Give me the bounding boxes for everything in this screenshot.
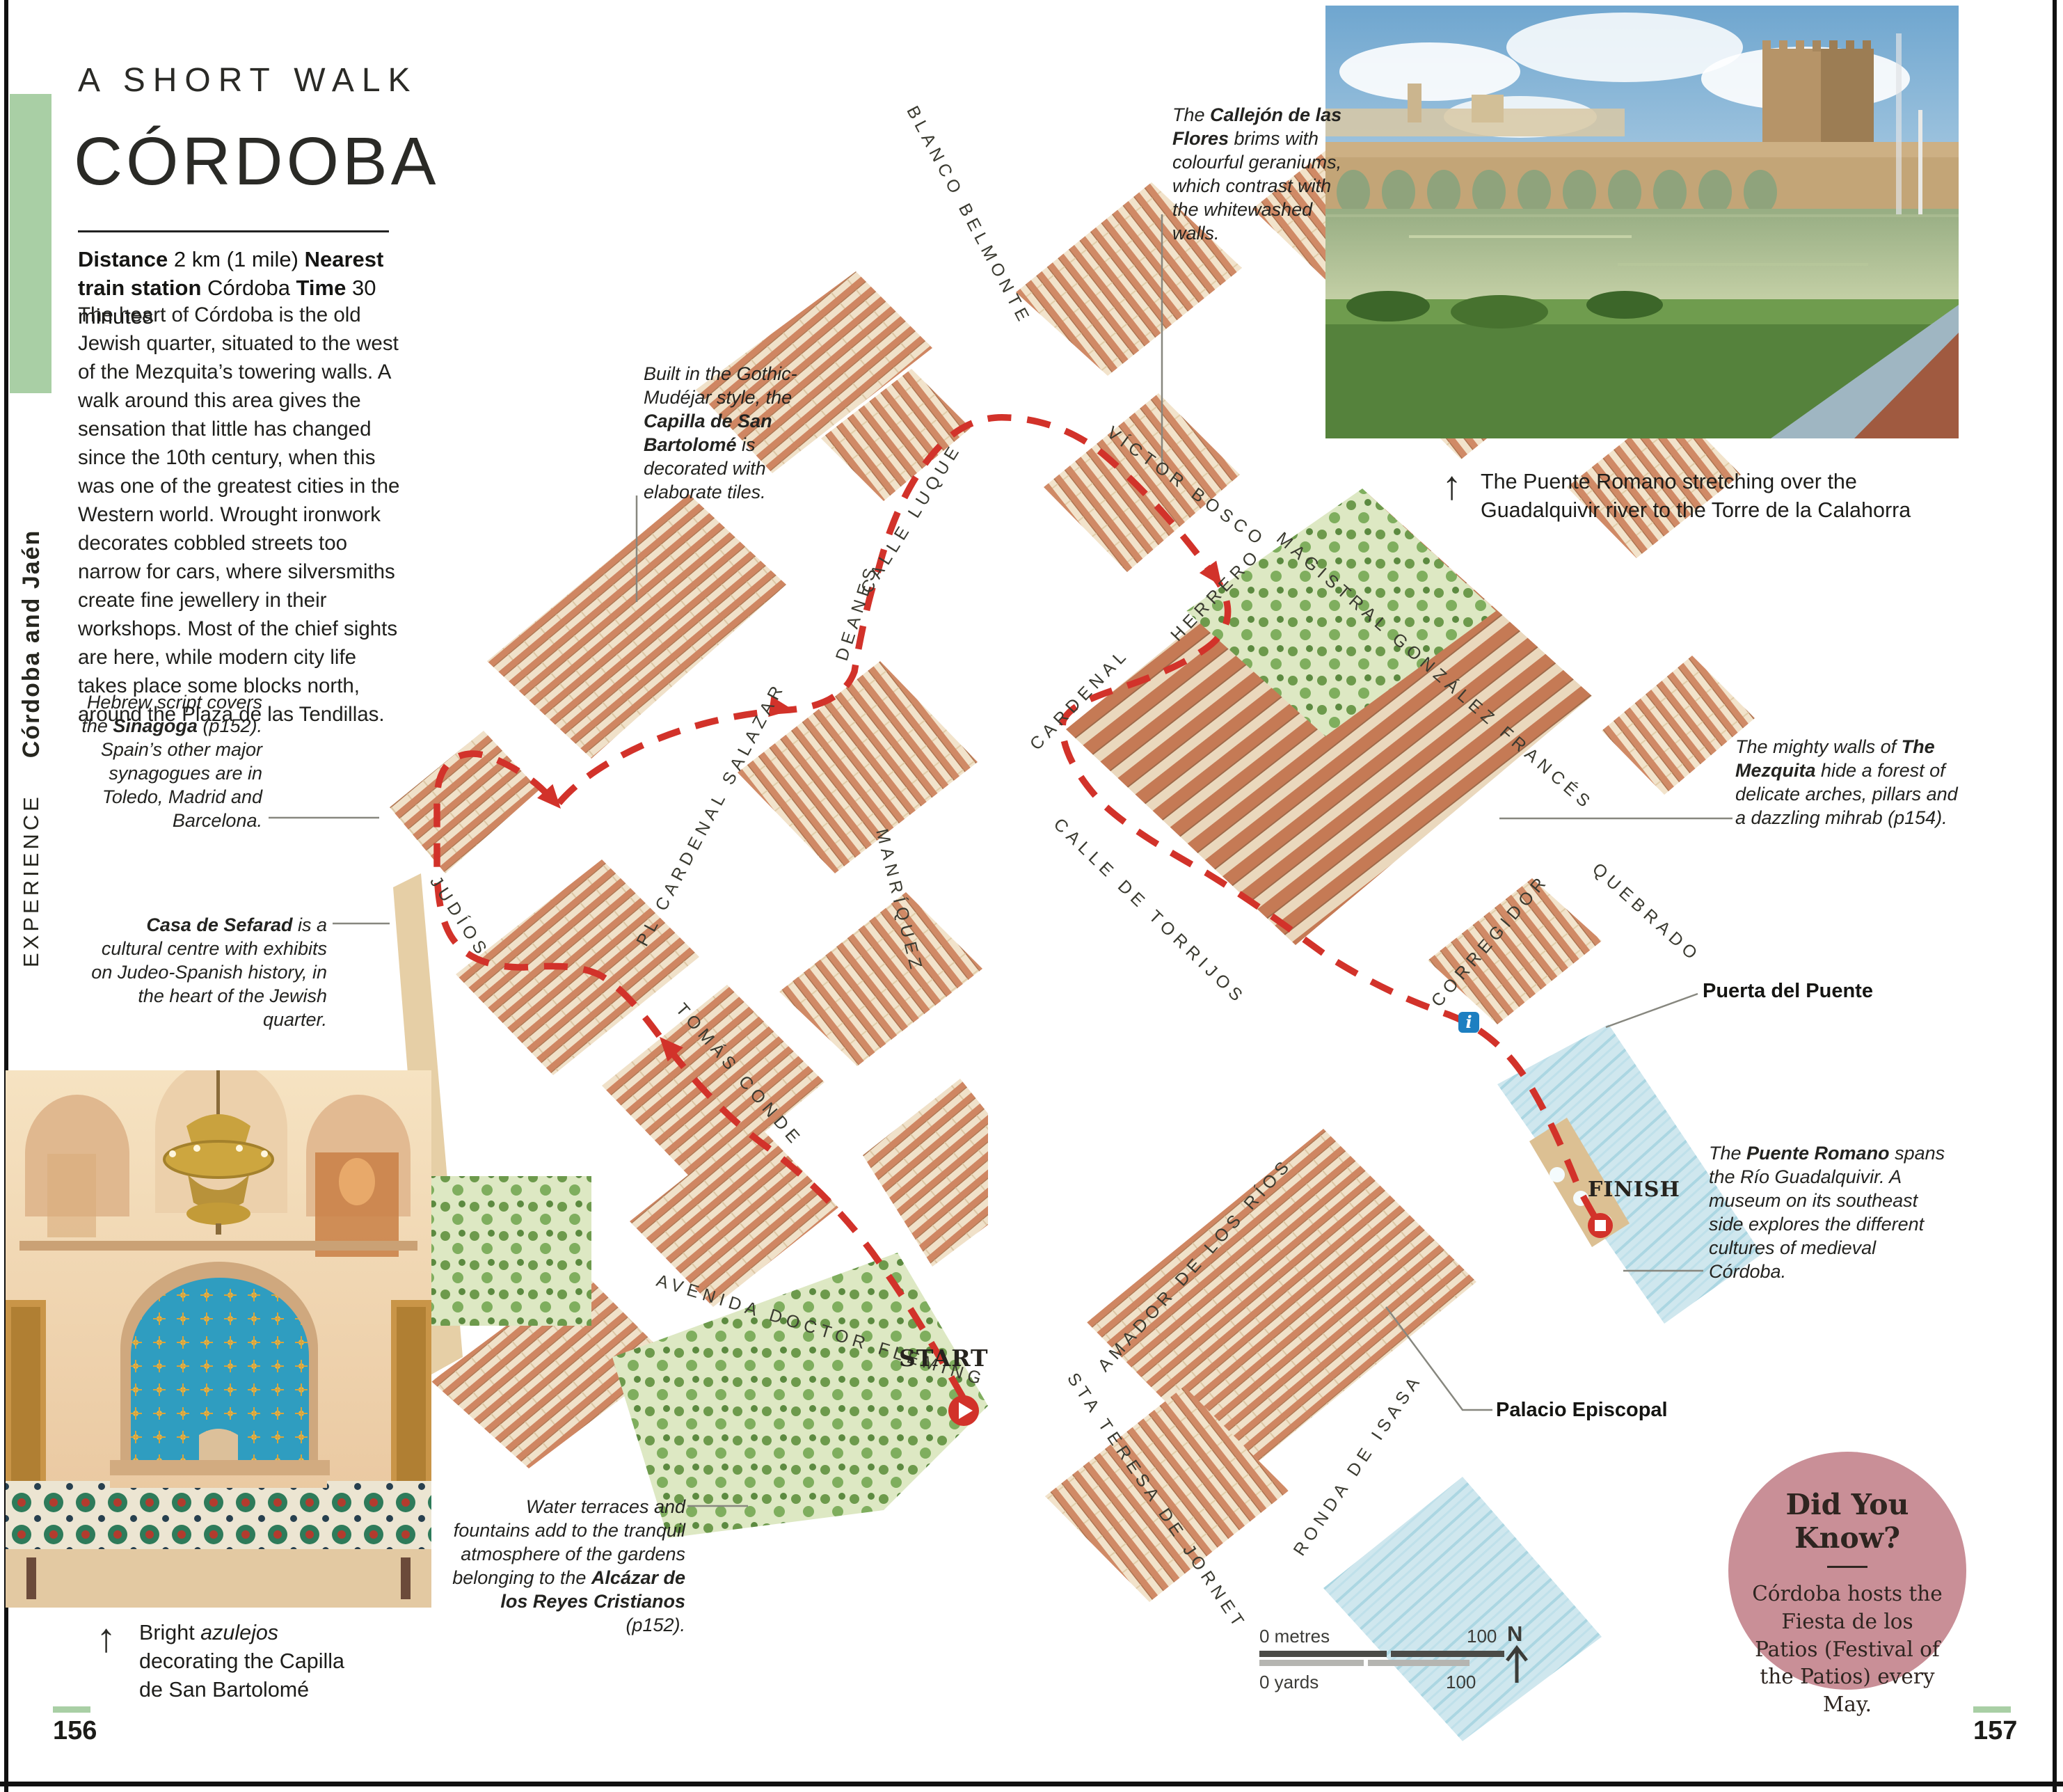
bridge-photo-caption: The Puente Romano stretching over the Gu… [1481,470,1911,522]
annotation-text: The mighty walls of [1735,736,1902,757]
mezquita-courtyard [1186,489,1496,736]
caption-up-arrow: ↑ [1442,463,1462,508]
folio-bar-left [53,1706,90,1713]
annotation-text: (p152). Spain’s other major synagogues a… [100,715,262,832]
annotation-text: The [1172,104,1211,125]
title-rule [78,230,389,232]
meta-station-value: Córdoba [201,275,296,300]
annotation-mezquita: The mighty walls of The Mezquita hide a … [1735,735,1966,830]
page-number-right: 157 [1973,1716,2018,1745]
scale-metres-label: 0 metres [1259,1626,1330,1647]
capilla-photo [6,1070,431,1608]
annotation-text: Built in the Gothic-Mudéjar style, the [644,363,797,409]
annotation-text: spans the Río Guadalquivir. A museum on … [1709,1143,1945,1283]
did-you-know-title: Did You Know? [1785,1488,1909,1555]
annotation-bold: Sinagoga [113,715,198,737]
caption-up-arrow: ↑ [96,1615,116,1660]
annotation-callejon: The Callejón de las Flores brims with co… [1172,103,1357,245]
annotation-puente-romano: The Puente Romano spans the Río Guadalqu… [1709,1141,1952,1283]
start-label: START [899,1345,989,1372]
annotation-sinagoga: Hebrew script covers the Sinagoga (p152)… [66,690,262,832]
scale-bar-yards [1368,1660,1469,1666]
annotation-bold: Puente Romano [1746,1143,1890,1164]
page-edge-right [2053,0,2057,1792]
puente-romano-photo-art [1325,6,1959,438]
walking-route [433,413,1613,1426]
annotation-text: Hebrew script covers the [81,692,262,737]
meta-distance-value: 2 km (1 mile) [168,247,305,271]
annotation-alcazar: Water terraces and fountains add to the … [449,1495,685,1637]
scale-bar-metres [1391,1651,1504,1657]
scale-metres-max: 100 [1467,1626,1497,1647]
label-palacio-episcopal: Palacio Episcopal [1496,1399,1668,1421]
scale-yards-max: 100 [1446,1672,1476,1692]
map-river [1323,1024,1762,1741]
caption-text: decorating the Capilla de San Bartolomé [139,1649,345,1702]
caption-italic: azulejos [200,1621,279,1644]
intro-paragraph: The heart of Córdoba is the old Jewish q… [78,303,400,726]
annotation-text: is decorated with elaborate tiles. [644,434,766,503]
scale-yards-label: 0 yards [1259,1672,1319,1692]
page-gutter [991,104,1009,1656]
annotation-text: Water terraces and fountains add to the … [452,1496,685,1589]
annotation-text: (p152). [626,1615,685,1636]
north-arrow-icon [1506,1644,1528,1683]
folio-bar-right [1973,1706,2011,1713]
north-label: N [1507,1621,1523,1646]
meta-time-label: Time [296,275,347,300]
did-you-know-body: Córdoba hosts the Fiesta de los Patios (… [1752,1582,1943,1717]
meta-station-label: Nearest train station [78,247,384,300]
annotation-bold: Capilla de San Bartolomé [644,411,772,456]
sidebar-chapter-label: Córdoba and Jaén [18,529,45,759]
annotation-text: The [1709,1143,1747,1164]
map-buildings-left [390,271,988,1538]
meta-time-value: 30 minutes [78,275,376,328]
leader-lines [269,214,1733,1507]
annotation-text: brims with colourful geraniums, which co… [1172,128,1342,244]
annotation-bold: Callejón de las Flores [1172,104,1342,150]
annotation-casa-sefarad: Casa de Sefarad is a cultural centre wit… [87,913,327,1031]
annotation-bold: Casa de Sefarad [146,914,293,935]
annotation-capilla: Built in the Gothic-Mudéjar style, the C… [644,362,798,504]
walk-kicker: A SHORT WALK [78,62,418,99]
tourist-info-icon: i [1458,1012,1479,1033]
chapter-color-tab [10,94,51,393]
annotation-text: is a cultural centre with exhibits on Ju… [91,914,327,1031]
sidebar-vertical-text: EXPERIENCE Córdoba and Jaén [18,299,45,967]
annotation-bold: The Mezquita [1735,736,1935,782]
puente-romano-photo [1325,6,1959,438]
capilla-photo-art [6,1070,431,1608]
did-you-know-divider [1827,1566,1867,1568]
page-edge-bottom [0,1782,2063,1786]
label-puerta-del-puente: Puerta del Puente [1703,980,1873,1002]
meta-distance-label: Distance [78,247,168,271]
route-arrows [537,560,1222,1062]
page-number-left: 156 [53,1716,97,1745]
caption-text: Bright [139,1621,201,1644]
annotation-text: hide a forest of delicate arches, pillar… [1735,760,1958,829]
annotation-bold: Alcázar de los Reyes Cristianos [500,1567,685,1612]
page-edge-left [4,0,8,1792]
finish-label: FINISH [1588,1178,1680,1202]
start-marker [948,1395,979,1426]
scale-bar-yards [1259,1660,1364,1666]
walk-meta: Distance 2 km (1 mile) Nearest train sta… [78,246,426,331]
page-title: CÓRDOBA [74,123,440,199]
scale-bar-metres [1259,1651,1387,1657]
did-you-know-bubble: Did You Know? Córdoba hosts the Fiesta d… [1728,1452,1966,1716]
finish-marker [1588,1213,1613,1238]
chapel-photo-caption: Bright azulejos decorating the Capilla d… [139,1619,348,1704]
sidebar-section-label: EXPERIENCE [19,793,43,967]
